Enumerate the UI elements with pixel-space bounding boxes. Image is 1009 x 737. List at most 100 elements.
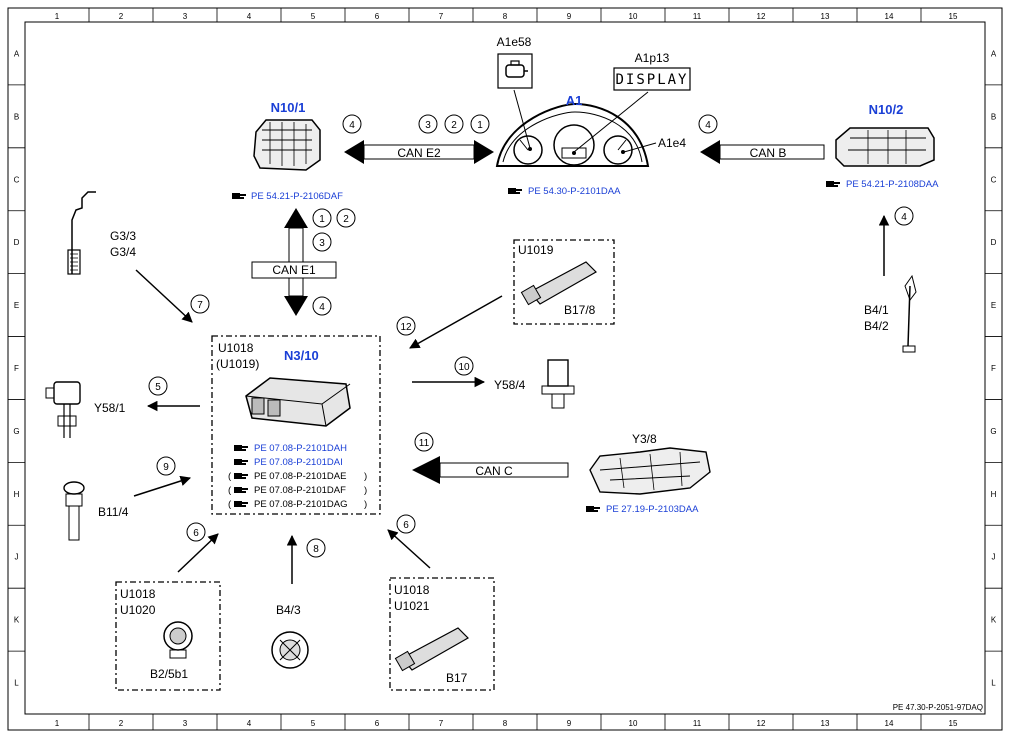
temperature-switch-icon (163, 621, 193, 659)
column-label: 14 (885, 719, 894, 728)
sam-rear-module-icon (835, 127, 935, 167)
ref-n3-2: PE 07.08-P-2101DAI (254, 457, 343, 468)
engine-check-icon (505, 60, 528, 78)
callout-number: 10 (458, 362, 470, 373)
row-label: A (14, 49, 20, 58)
callout-number: 12 (400, 322, 412, 333)
row-label: H (991, 490, 997, 499)
callout-circle (342, 114, 362, 134)
can-b-bus (700, 140, 825, 164)
callout-number: 1 (319, 214, 325, 225)
intake-air-temp-sensor-icon (394, 627, 469, 672)
label-y58-4: Y58/4 (494, 378, 526, 392)
callout-circle (190, 294, 210, 314)
row-label: B (14, 112, 19, 121)
fuel-level-sensor-icon (902, 274, 917, 353)
coolant-temp-sensor-icon (63, 481, 85, 541)
label-can-e2: CAN E2 (397, 146, 441, 160)
label-b17: B17 (446, 671, 468, 685)
label-can-c: CAN C (475, 464, 513, 478)
display-text: DISPLAY (615, 72, 688, 88)
callout-circle (156, 456, 176, 476)
column-label: 15 (949, 719, 958, 728)
row-label: C (991, 175, 997, 184)
label-g3-4: G3/4 (110, 245, 136, 259)
pressure-sensor-icon (271, 631, 309, 669)
svg-text:): ) (364, 485, 367, 496)
label-a1p13: A1p13 (635, 51, 670, 65)
grid-ticks (8, 8, 1002, 730)
callout-number: 11 (419, 438, 430, 449)
hand-pointer-icon (234, 459, 248, 465)
svg-text:(: ( (228, 471, 232, 482)
label-can-e1: CAN E1 (272, 263, 316, 277)
can-e1-bus (251, 208, 337, 316)
row-label: K (14, 616, 20, 625)
callout-circle (444, 114, 464, 134)
callout-circle (414, 432, 434, 452)
can-e2-bus (344, 140, 494, 164)
row-label: A (991, 49, 997, 58)
hand-pointer-icon (234, 473, 248, 479)
row-label: H (14, 490, 20, 499)
label-a1: A1 (566, 93, 583, 108)
callout-circle (306, 538, 326, 558)
label-b11-4: B11/4 (98, 505, 129, 519)
column-label: 13 (821, 719, 830, 728)
row-label: E (991, 301, 996, 310)
instrument-cluster-icon (495, 102, 650, 167)
purge-valve-icon (45, 381, 81, 438)
shutoff-valve-icon (541, 359, 575, 409)
label-bl-u1020: U1020 (120, 603, 156, 617)
column-label: 5 (311, 12, 316, 21)
label-b2-5b1: B2/5b1 (150, 667, 188, 681)
row-label: L (991, 679, 996, 688)
callout-number: 4 (901, 212, 907, 223)
leader-a1p13 (573, 91, 649, 153)
column-label: 5 (311, 719, 316, 728)
callout-circle (312, 208, 332, 228)
hand-pointer-icon (586, 506, 600, 512)
label-u1018: U1018 (218, 341, 254, 355)
ref-n10-2: PE 54.21-P-2108DAA (846, 179, 939, 190)
sam-front-module-icon (253, 119, 321, 171)
column-label: 8 (503, 12, 508, 21)
callout-circle (148, 376, 168, 396)
arrow-b11-4 (133, 475, 191, 497)
callout-number: 4 (705, 120, 711, 131)
callout-circle (396, 514, 416, 534)
label-u1019-top: U1019 (518, 243, 554, 257)
column-label: 1 (55, 12, 60, 21)
callout-circle (454, 356, 474, 376)
inner-frame (24, 21, 986, 715)
callout-number: 5 (155, 382, 161, 393)
row-label: C (14, 175, 20, 184)
ref-n3-1: PE 07.08-P-2101DAH (254, 443, 347, 454)
column-label: 4 (247, 719, 252, 728)
hand-pointer-icon (232, 193, 246, 199)
svg-text:): ) (364, 471, 367, 482)
ref-a1: PE 54.30-P-2101DAA (528, 186, 621, 197)
label-bl-u1018: U1018 (120, 587, 156, 601)
label-g3-3: G3/3 (110, 229, 136, 243)
svg-text:(: ( (228, 485, 232, 496)
temperature-sensor-b17-8-icon (520, 261, 597, 306)
hand-pointer-icon (234, 487, 248, 493)
callout-number: 4 (319, 302, 325, 313)
label-br-u1021: U1021 (394, 599, 430, 613)
row-label: J (15, 553, 19, 562)
callout-circle (336, 208, 356, 228)
label-n3-10: N3/10 (284, 348, 319, 363)
column-label: 11 (693, 719, 702, 728)
column-label: 2 (119, 12, 124, 21)
callout-circle (312, 296, 332, 316)
column-label: 6 (375, 12, 380, 21)
callout-number: 8 (313, 544, 319, 555)
column-label: 10 (629, 719, 638, 728)
callout-circle (894, 206, 914, 226)
row-label: L (14, 679, 19, 688)
